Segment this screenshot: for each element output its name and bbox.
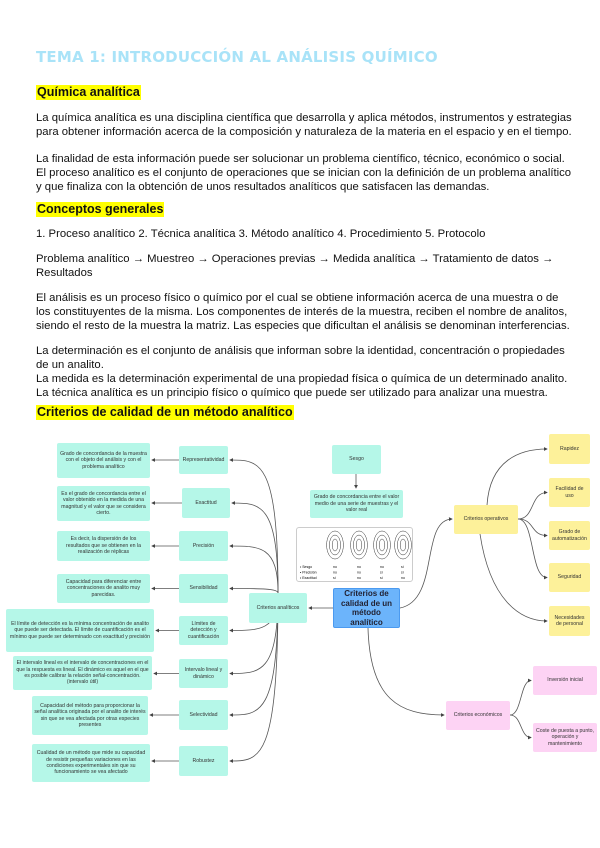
sesgo-node[interactable]: Sesgo (332, 445, 381, 474)
target-ring (329, 534, 341, 556)
connector-arrow (367, 627, 445, 717)
paragraph: La finalidad de esta información puede s… (36, 153, 572, 193)
connector-arrow (229, 592, 279, 717)
analytic-criterion-node[interactable]: Robustez (179, 746, 228, 776)
operative-criterion-node[interactable]: Facilidad de uso (549, 478, 590, 507)
target-ring (353, 534, 365, 556)
criterion-definition: Grado de concordancia de la muestra con … (57, 443, 150, 478)
analytic-criterion-node[interactable]: Sensibilidad (179, 574, 228, 603)
target-value: sí (401, 571, 404, 575)
target-ring (373, 530, 391, 560)
connector-arrow (229, 586, 279, 594)
target-value: no (401, 576, 405, 580)
process-flow: Problema analítico → Muestreo → Operacio… (36, 253, 554, 279)
connector-arrow (486, 447, 548, 506)
paragraph: La medida es la determinación experiment… (36, 373, 568, 385)
connector-arrow (517, 518, 548, 538)
connector-arrow (231, 501, 279, 594)
target-value: no (333, 565, 337, 569)
heading-conceptos-generales: Conceptos generales (36, 202, 165, 217)
criterion-definition: El límite de detección es la mínima conc… (6, 609, 154, 652)
target-value: sí (380, 576, 383, 580)
target-legend-label: • Precisión (300, 571, 317, 575)
analytic-criterion-node[interactable]: Representatividad (179, 446, 228, 474)
target-ring (378, 538, 386, 552)
target-value: sí (333, 576, 336, 580)
analytic-criterion-node[interactable]: Precisión (179, 531, 228, 561)
analytic-criterion-node[interactable]: Límites de detección y cuantificación (179, 616, 228, 645)
target-ring (394, 530, 412, 560)
connector-arrow (229, 458, 279, 594)
target-value: sí (380, 571, 383, 575)
heading-quimica-analitica: Química analítica (36, 85, 141, 100)
connector-arrow (479, 533, 548, 623)
criterion-definition: Es el grado de concordancia entre el val… (57, 486, 150, 521)
target-value: no (357, 565, 361, 569)
target-ring (355, 538, 363, 552)
operative-criteria-node[interactable]: Criterios operativos (454, 505, 518, 534)
economic-criteria-node[interactable]: Criterios económicos (446, 701, 510, 730)
operative-criterion-node[interactable]: Rapidez (549, 434, 590, 464)
target-ring (326, 530, 344, 560)
main-topic-node[interactable]: Criterios de calidad de un método analít… (333, 588, 400, 628)
operative-criterion-node[interactable]: Seguridad (549, 563, 590, 592)
target-legend-label: • Sesgo (300, 565, 312, 569)
criterion-definition: El intervalo lineal es el intervalo de c… (13, 656, 152, 690)
target-value: no (357, 571, 361, 575)
analytic-criterion-node[interactable]: Intervalo lineal y dinámico (179, 659, 228, 688)
connector-arrow (509, 678, 532, 716)
connector-arrow (229, 544, 279, 594)
target-ring (397, 534, 409, 556)
analytic-criteria-node[interactable]: Criterios analíticos (249, 593, 307, 623)
connector-arrow (517, 490, 548, 520)
target-ring (399, 538, 407, 552)
target-value: no (357, 576, 361, 580)
target-ring (331, 538, 339, 552)
paragraph: El análisis es un proceso físico o quími… (36, 292, 570, 332)
criterion-definition: Capacidad para diferenciar entre concent… (57, 574, 150, 603)
concepts-list: 1. Proceso analítico 2. Técnica analític… (36, 228, 486, 240)
target-legend-label: • Exactitud (300, 576, 317, 580)
paragraph: La determinación es el conjunto de análi… (36, 345, 565, 371)
target-value: no (380, 565, 384, 569)
target-value: sí (401, 565, 404, 569)
target-ring (350, 530, 368, 560)
paragraph: La química analítica es una disciplina c… (36, 112, 572, 138)
page-title: TEMA 1: INTRODUCCIÓN AL ANÁLISIS QUÍMICO (36, 48, 438, 66)
analytic-criterion-node[interactable]: Exactitud (182, 488, 230, 518)
sesgo-definition: Grado de concordancia entre el valor med… (310, 490, 403, 518)
paragraph: La técnica analítica es un principio fís… (36, 387, 548, 399)
criterion-definition: Capacidad del método para proporcionar l… (32, 696, 148, 735)
criterion-definition: Cualidad de un método que mide su capaci… (32, 744, 150, 782)
connector-arrow (399, 517, 453, 609)
heading-criterios-calidad: Criterios de calidad de un método analít… (36, 405, 294, 420)
economic-criterion-node[interactable]: Coste de puesta a punto, operación y man… (533, 723, 597, 752)
connector-arrow (517, 518, 548, 580)
target-ring (376, 534, 388, 556)
economic-criterion-node[interactable]: Inversión inicial (533, 666, 597, 695)
operative-criterion-node[interactable]: Necesidades de personal (549, 606, 590, 636)
operative-criterion-node[interactable]: Grado de automatización (549, 521, 590, 550)
connector-arrow (509, 714, 532, 740)
analytic-criterion-node[interactable]: Selectividad (179, 700, 228, 730)
target-value: no (333, 571, 337, 575)
connector-arrow (229, 592, 279, 763)
criterion-definition: Es decir, la dispersión de los resultado… (57, 531, 150, 561)
